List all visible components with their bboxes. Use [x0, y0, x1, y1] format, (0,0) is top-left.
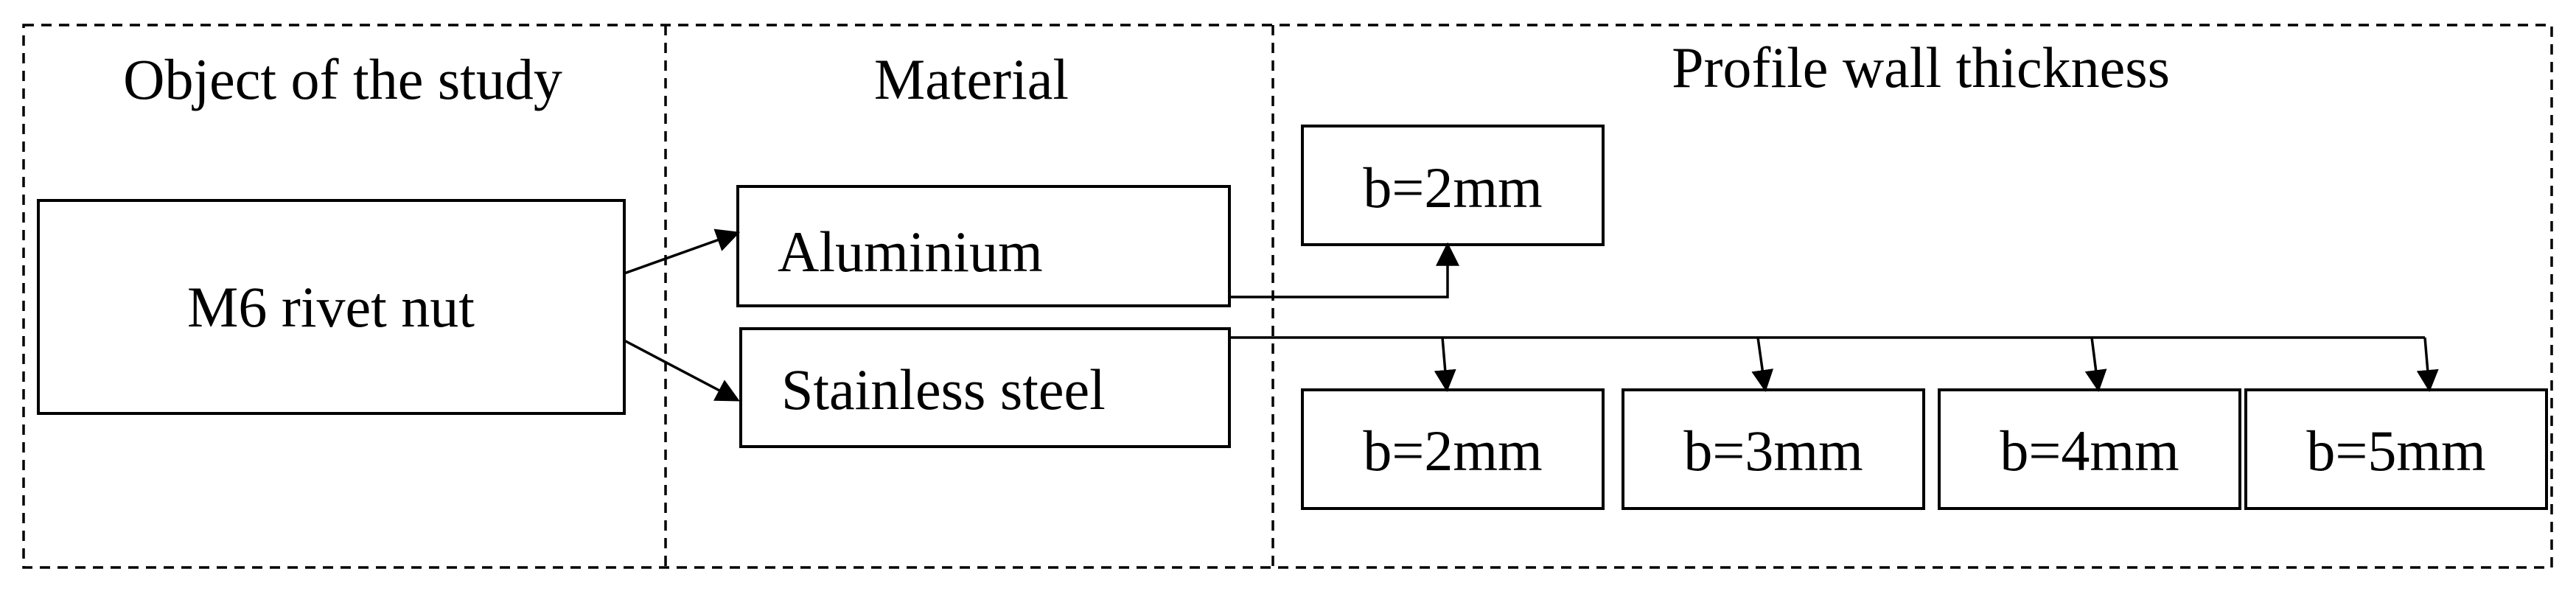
thickness-label-aluminium-2mm: b=2mm [1363, 156, 1542, 220]
arrow-steel-to-4mm [2084, 337, 2107, 392]
thickness-label-steel-2mm: b=2mm [1363, 419, 1542, 483]
object-column-header: Object of the study [123, 47, 562, 111]
thickness-box-steel-5mm: b=5mm [2244, 388, 2548, 510]
object-box: M6 rivet nut [37, 199, 626, 415]
thickness-box-steel-3mm: b=3mm [1622, 388, 1925, 510]
thickness-box-steel-4mm: b=4mm [1938, 388, 2241, 510]
arrow-object-to-stainless-steel [624, 339, 740, 402]
arrow-aluminium-to-2mm [1229, 242, 1459, 298]
thickness-label-steel-4mm: b=4mm [2000, 419, 2179, 483]
material-box-stainless-steel: Stainless steel [739, 327, 1231, 448]
thickness-column-header: Profile wall thickness [1672, 35, 2170, 99]
outer-frame [22, 24, 2553, 569]
material-label-aluminium: Aluminium [778, 220, 1043, 284]
material-label-stainless-steel: Stainless steel [781, 357, 1106, 422]
arrow-object-to-aluminium [624, 228, 741, 275]
arrow-steel-to-3mm [1751, 337, 1774, 392]
thickness-box-steel-2mm: b=2mm [1301, 388, 1605, 510]
arrow-steel-to-2mm [1434, 337, 1456, 392]
thickness-label-steel-5mm: b=5mm [2306, 419, 2485, 483]
arrow-steel-to-5mm [2416, 337, 2439, 392]
thickness-label-steel-3mm: b=3mm [1683, 419, 1863, 483]
thickness-box-aluminium-2mm: b=2mm [1301, 125, 1605, 246]
material-box-aluminium: Aluminium [736, 185, 1231, 307]
object-label: M6 rivet nut [187, 275, 475, 339]
material-column-header: Material [874, 47, 1069, 111]
